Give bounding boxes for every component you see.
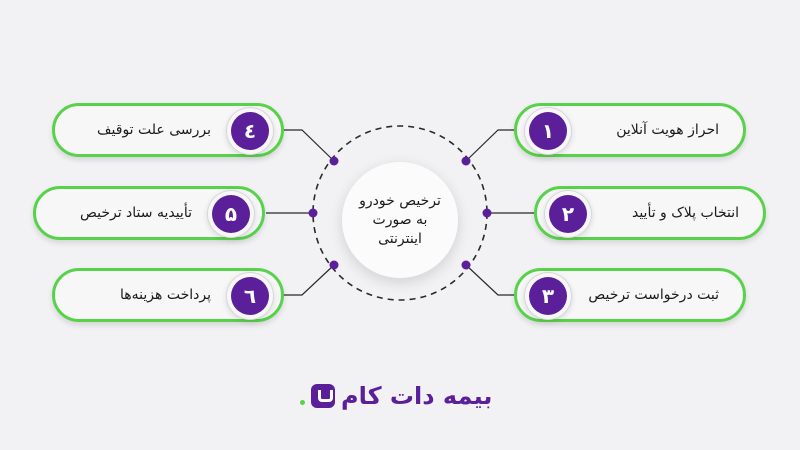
- step-6-label: پرداخت هزینه‌ها: [120, 287, 211, 303]
- step-2-pill: ۲ انتخاب پلاک و تأیید: [534, 186, 766, 240]
- step-1-label: احراز هویت آنلاین: [616, 122, 719, 138]
- step-5-label: تأییدیه ستاد ترخیص: [79, 205, 192, 221]
- step-1-number: ۱: [529, 112, 567, 150]
- step-5-number: ۵: [212, 195, 250, 233]
- ring-dot: [329, 260, 339, 270]
- brand-mark-icon: [311, 384, 335, 408]
- step-4-pill: ٤ بررسی علت توقیف: [52, 103, 284, 157]
- step-6-pill: ٦ پرداخت هزینه‌ها: [52, 268, 284, 322]
- center-title-disc: ترخیص خودرو به صورت اینترنتی: [342, 162, 458, 278]
- step-2-label: انتخاب پلاک و تأیید: [631, 205, 739, 221]
- ring-dot: [461, 156, 471, 166]
- step-5-pill: ۵ تأییدیه ستاد ترخیص: [33, 186, 265, 240]
- step-4-label: بررسی علت توقیف: [97, 122, 211, 138]
- ring-dot: [308, 208, 318, 218]
- step-1-pill: ۱ احراز هویت آنلاین: [514, 103, 746, 157]
- connector-step-1: [465, 129, 518, 162]
- center-title: ترخیص خودرو به صورت اینترنتی: [359, 192, 441, 247]
- connector-step-3: [465, 264, 518, 296]
- brand-logo: بیمه دات کام: [300, 382, 492, 410]
- step-6-number: ٦: [231, 277, 269, 315]
- ring-dot: [329, 156, 339, 166]
- connector-step-6: [282, 264, 335, 296]
- step-4-number: ٤: [231, 112, 269, 150]
- connector-step-4: [282, 129, 335, 162]
- ring-dot: [482, 208, 492, 218]
- step-3-pill: ۳ ثبت درخواست ترخیص: [514, 268, 746, 322]
- step-2-number: ۲: [549, 195, 587, 233]
- step-3-label: ثبت درخواست ترخیص: [588, 287, 719, 303]
- logo-dot-icon: [300, 400, 305, 405]
- ring-dot: [461, 260, 471, 270]
- step-3-number: ۳: [529, 277, 567, 315]
- brand-name: بیمه دات کام: [341, 382, 493, 410]
